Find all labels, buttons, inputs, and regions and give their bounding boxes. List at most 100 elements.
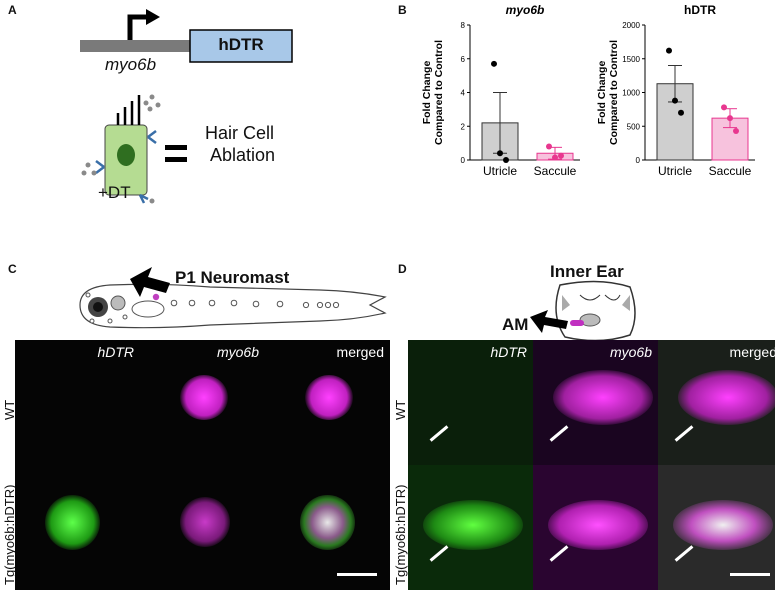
scale-bar [730,573,770,576]
hdtr-signal [45,495,100,550]
c-tg-myo6b [140,465,265,590]
d-tg-merged [658,465,775,590]
otic-vesicle-icon [110,295,126,311]
col-label-myo6b: myo6b [216,344,259,360]
data-point [546,143,552,150]
result-line1: Hair Cell [205,123,275,143]
receptor-icon [147,130,157,144]
y-tick-label: 8 [461,21,466,30]
transcription-arrowhead [146,9,160,25]
col-label-hdtr: hDTR [97,344,134,360]
merged-signal [300,495,355,550]
myo6b-signal [180,375,228,420]
c-wt-merged: merged [265,340,390,465]
y-tick-label: 0 [636,156,641,165]
promoter-line [80,40,190,52]
inner-ear-outline [555,280,636,342]
anterior-macula-marker [570,320,584,326]
col-label-hdtr: hDTR [490,344,527,360]
yolk-icon [131,300,165,318]
gene-construct-diagram [80,9,293,204]
panel-d-row-label-tg: Tg(myo6b:hDTR) [393,484,408,585]
arrow-icon [549,425,569,442]
merged-signal [305,375,353,420]
scale-bar [337,573,377,576]
x-tick-label: Saccule [534,164,577,178]
hdtr-gene-box [189,29,293,63]
d-wt-hdtr: hDTR [408,340,533,465]
arrow-icon [549,545,569,562]
col-label-merged: merged [336,344,384,360]
inner-ear-diagram [530,280,636,342]
myo6b-signal [180,497,230,547]
d-tg-myo6b [533,465,658,590]
hdtr-signal [423,500,523,550]
c-tg-hdtr [15,465,140,590]
y-tick-label: 500 [627,122,641,131]
neuromast-dots [85,292,340,324]
c-tg-merged [265,465,390,590]
equals-sign [165,145,187,150]
y-tick-label: 1500 [622,55,640,64]
arrow-icon [429,545,449,562]
panel-d-title: Inner Ear [550,262,624,281]
y-tick-label: 2000 [622,21,640,30]
arrow-icon [674,545,694,562]
y-tick-label: 1000 [622,89,640,98]
y-tick-label: 0 [461,156,466,165]
data-point [721,104,727,111]
data-point [497,150,503,157]
panel-label-a: A [8,3,17,17]
x-tick-label: Utricle [658,164,692,178]
arrow-icon [674,425,694,442]
hdtr-chart: hDTR Fold ChangeCompared to Control 0 500 10… [596,3,755,178]
data-point [666,47,672,54]
d-wt-merged: merged [658,340,775,465]
x-tick-label: Utricle [483,164,517,178]
panel-label-d: D [398,262,407,276]
data-point [727,115,733,122]
data-point [503,157,509,163]
d-wt-myo6b: myo6b [533,340,658,465]
c-wt-hdtr: hDTR [15,340,140,465]
data-point [672,97,678,104]
am-arrow [530,310,568,333]
myo6b-signal [548,500,648,550]
arrow-icon [429,425,449,442]
d-tg-hdtr [408,465,533,590]
chart-title: hDTR [684,3,716,17]
data-point [491,60,497,67]
data-point [558,152,564,159]
panel-c-schematic: P1 Neuromast [70,265,390,340]
larva-diagram [79,267,387,329]
x-tick-label: Saccule [709,164,752,178]
data-point [678,109,684,116]
myo6b-signal [553,370,653,425]
col-label-myo6b: myo6b [609,344,652,360]
transcription-start-arrow [127,14,148,40]
panel-label-b: B [398,3,407,17]
panel-a: hDTR myo6b Hair Cell Ablation +DT [60,5,390,215]
merged-signal [678,370,775,425]
y-axis-label: Fold ChangeCompared to Control [596,40,620,145]
pointer-arrow [130,267,170,297]
hdtr-gene-label: hDTR [218,35,264,54]
result-line2: Ablation [210,145,276,165]
toxin-dots [81,94,161,204]
toxin-label: +DT [98,183,131,202]
panel-c-title: P1 Neuromast [175,268,290,287]
col-label-merged: merged [729,344,775,360]
y-axis-label: Fold ChangeCompared to Control [421,40,445,145]
hair-cell-nucleus [117,144,135,166]
larva-outline [79,283,387,329]
data-point [733,127,739,134]
y-tick-label: 4 [461,89,466,98]
data-point [552,154,558,161]
panel-d-schematic: Inner Ear AM [490,262,690,342]
panel-d-row-label-wt: WT [393,399,408,420]
am-label: AM [502,315,529,334]
y-tick-label: 2 [461,122,466,131]
y-tick-label: 6 [461,55,466,64]
p1-neuromast-dot [152,293,160,301]
